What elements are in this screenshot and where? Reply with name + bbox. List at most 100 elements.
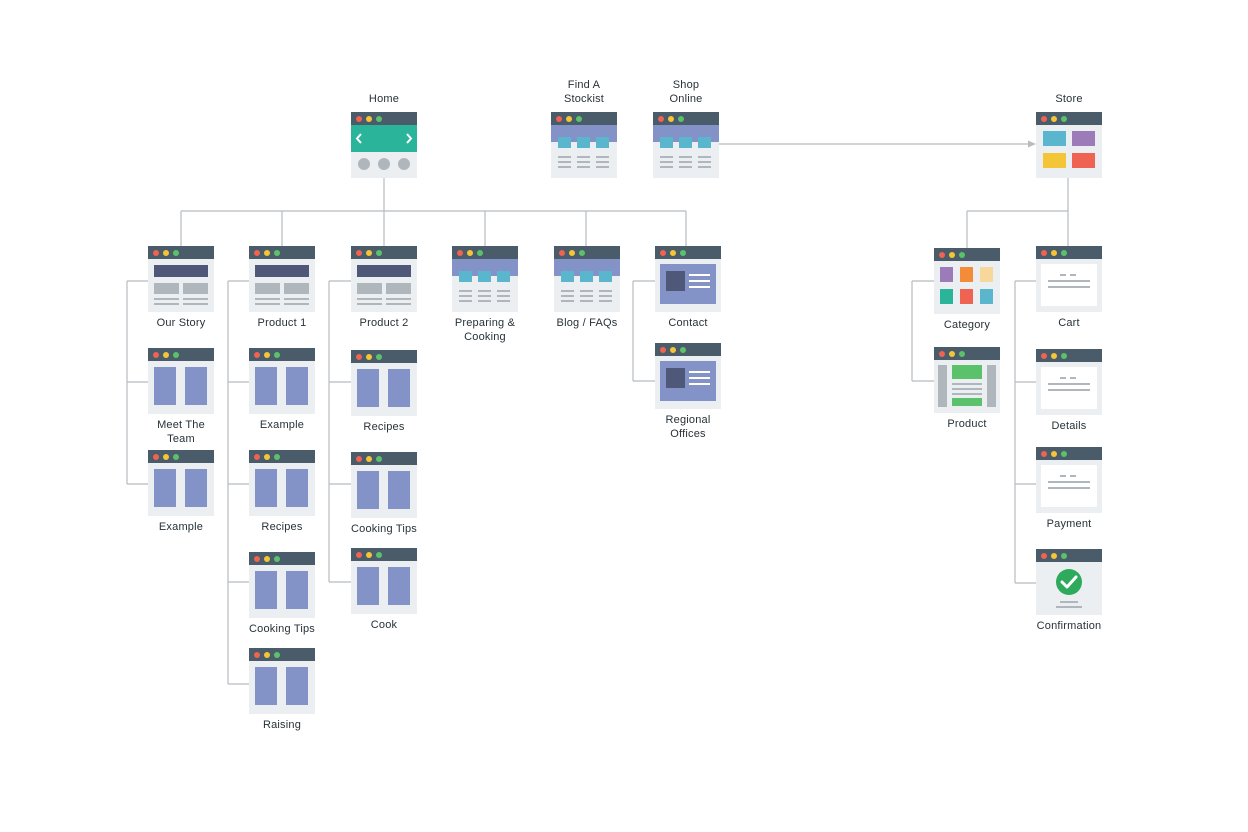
page-node-recipes-b [351,350,417,416]
window-titlebar [148,450,214,463]
wireframe-body [655,259,721,312]
window-titlebar [351,452,417,465]
page-node-details [1036,349,1102,415]
node-label-shop-online: Shop Online [669,79,703,105]
window-titlebar [554,246,620,259]
window-titlebar [351,350,417,363]
content-wireframe-icon [249,246,315,312]
close-dot-icon [356,456,362,462]
page-node-cart [1036,246,1102,312]
maximize-dot-icon [959,351,965,357]
node-label-example-a: Example [158,521,204,533]
node-label-our-story: Our Story [156,317,206,329]
window-titlebar [551,112,617,125]
close-dot-icon [254,556,260,562]
close-dot-icon [559,250,565,256]
minimize-dot-icon [163,454,169,460]
form-wireframe-icon [1036,447,1102,513]
maximize-dot-icon [173,352,179,358]
window-titlebar [351,548,417,561]
node-label-store: Store [1055,93,1083,105]
close-dot-icon [254,352,260,358]
close-dot-icon [356,354,362,360]
minimize-dot-icon [366,354,372,360]
node-label-preparing: Preparing & Cooking [454,317,516,343]
arrowhead-icon [1028,140,1036,148]
wireframe-body [351,561,417,614]
close-dot-icon [658,116,664,122]
maximize-dot-icon [1061,451,1067,457]
node-label-product: Product [947,418,987,430]
maximize-dot-icon [678,116,684,122]
minimize-dot-icon [264,352,270,358]
node-label-blog: Blog / FAQs [556,317,618,329]
minimize-dot-icon [264,250,270,256]
minimize-dot-icon [670,250,676,256]
close-dot-icon [556,116,562,122]
maximize-dot-icon [1061,353,1067,359]
page-node-product [934,347,1000,413]
minimize-dot-icon [366,552,372,558]
two-column-wireframe-icon [249,348,315,414]
wireframe-body [934,261,1000,314]
wireframe-body [351,465,417,518]
close-dot-icon [254,250,260,256]
minimize-dot-icon [163,352,169,358]
minimize-dot-icon [1051,553,1057,559]
maximize-dot-icon [274,652,280,658]
wireframe-body [249,565,315,618]
two-column-wireframe-icon [148,348,214,414]
page-node-meet-team [148,348,214,414]
window-titlebar [351,246,417,259]
window-titlebar [1036,246,1102,259]
wireframe-body [653,125,719,178]
node-label-example-b: Example [259,419,305,431]
maximize-dot-icon [173,454,179,460]
minimize-dot-icon [1051,353,1057,359]
close-dot-icon [660,347,666,353]
two-column-wireframe-icon [351,548,417,614]
maximize-dot-icon [1061,250,1067,256]
wireframe-body [148,361,214,414]
grid-tiles-wireframe-icon [653,112,719,178]
window-titlebar [249,552,315,565]
two-column-wireframe-icon [351,350,417,416]
two-column-wireframe-icon [148,450,214,516]
page-node-category [934,248,1000,314]
page-node-cook [351,548,417,614]
window-titlebar [249,246,315,259]
wireframe-body [934,360,1000,413]
wireframe-body [554,259,620,312]
minimize-dot-icon [949,351,955,357]
page-node-cooking-tips-a [249,552,315,618]
wireframe-body [655,356,721,409]
page-node-blog [554,246,620,312]
minimize-dot-icon [949,252,955,258]
close-dot-icon [153,454,159,460]
close-dot-icon [356,552,362,558]
maximize-dot-icon [1061,116,1067,122]
node-label-home: Home [368,93,400,105]
wireframe-body [249,661,315,714]
form-wireframe-icon [1036,349,1102,415]
wireframe-body [1036,460,1102,513]
wireframe-body [1036,362,1102,415]
wireframe-body [351,125,417,178]
page-node-our-story [148,246,214,312]
page-node-regional [655,343,721,409]
check-circle-icon-icon [1036,549,1102,615]
node-label-cooking-tips-a: Cooking Tips [249,623,315,635]
close-dot-icon [153,352,159,358]
content-wireframe-icon [148,246,214,312]
two-column-wireframe-icon [351,452,417,518]
window-titlebar [452,246,518,259]
close-dot-icon [254,454,260,460]
minimize-dot-icon [1051,451,1057,457]
grid-tiles-wireframe-icon [554,246,620,312]
contact-card-wireframe-icon [655,343,721,409]
grid-tiles-wireframe-icon [551,112,617,178]
maximize-dot-icon [274,250,280,256]
node-label-confirmation: Confirmation [1036,620,1102,632]
node-label-category: Category [943,319,991,331]
